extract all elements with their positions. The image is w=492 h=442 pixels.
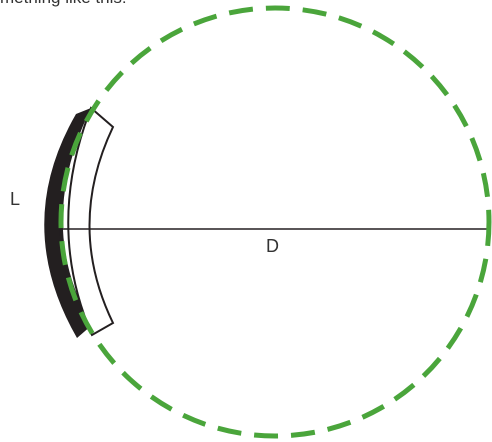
label-d: D [266, 236, 279, 256]
dark-arc-band [44, 108, 92, 338]
label-l: L [10, 189, 21, 209]
intro-caption: mething like this: [0, 0, 200, 26]
intro-caption-text: mething like this: [0, 0, 127, 8]
lens-outline [67, 106, 115, 337]
dashed-circle [58, 5, 492, 439]
